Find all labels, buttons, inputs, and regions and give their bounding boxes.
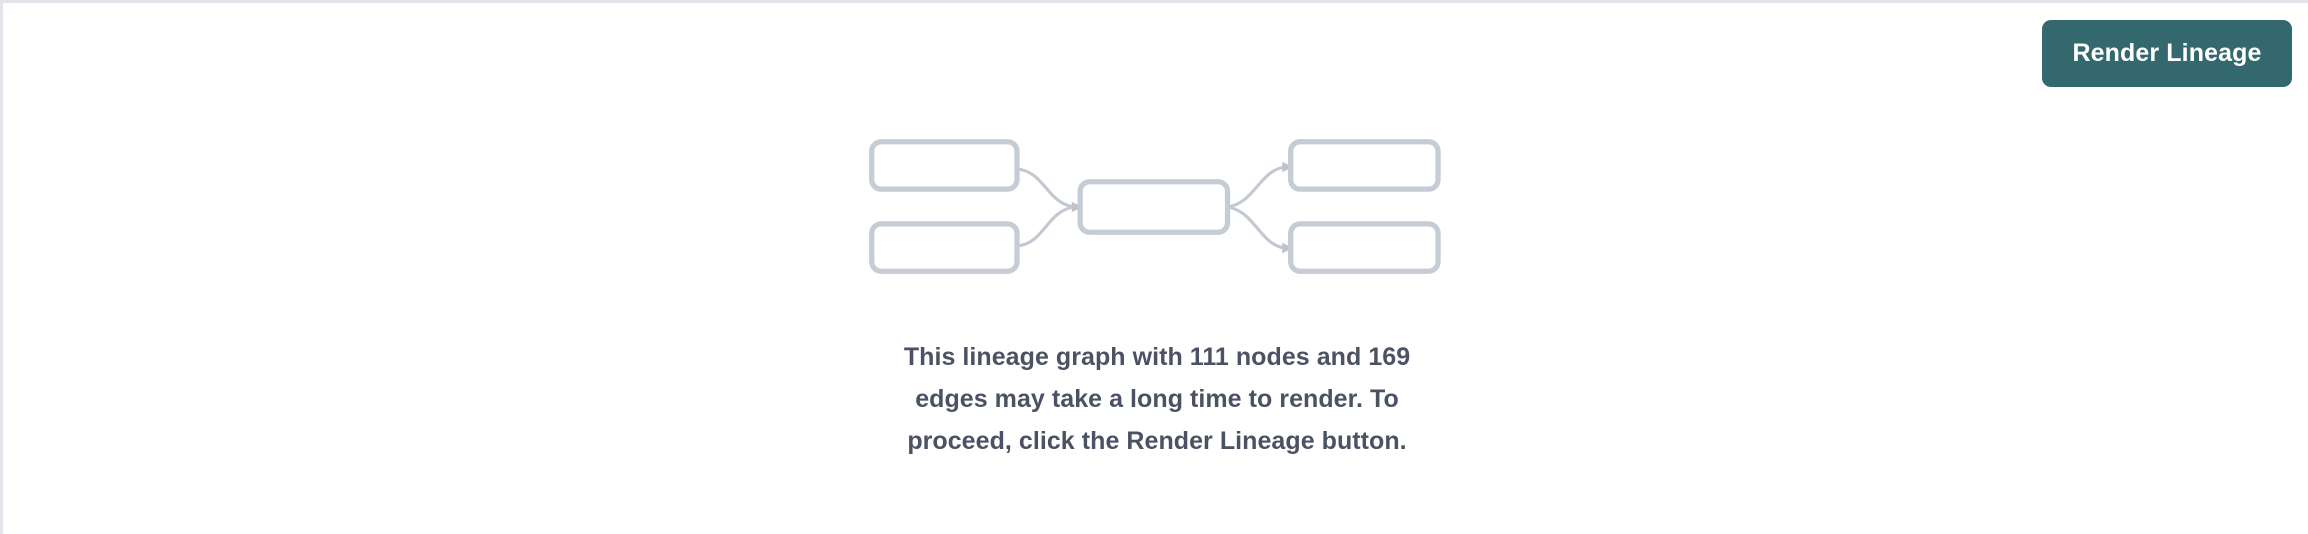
placeholder-arrowhead-target-b-in <box>1282 242 1293 254</box>
placeholder-node-source-a <box>869 139 1020 192</box>
placeholder-arrowhead-target-a-in <box>1282 161 1293 173</box>
placeholder-node-transform <box>1077 179 1231 235</box>
placeholder-arrowhead-transform-in <box>1071 201 1083 213</box>
placeholder-edge-transform-target-b <box>1227 205 1285 250</box>
placeholder-edge-source-a-transform <box>1016 167 1075 209</box>
lineage-toolbar: Render Lineage <box>3 3 2308 107</box>
lineage-placeholder-graph-icon <box>869 139 1441 274</box>
placeholder-node-target-a <box>1288 139 1441 192</box>
render-lineage-button[interactable]: Render Lineage <box>2042 20 2292 87</box>
placeholder-node-source-b <box>869 221 1020 274</box>
lineage-empty-state-message: This lineage graph with 111 nodes and 16… <box>903 343 1411 455</box>
placeholder-edge-transform-target-a <box>1227 165 1285 209</box>
placeholder-edge-source-b-transform <box>1016 205 1075 248</box>
render-lineage-button-label: Render Lineage <box>2072 39 2262 67</box>
lineage-empty-state: This lineage graph with 111 nodes and 16… <box>3 3 2308 534</box>
placeholder-node-target-b <box>1288 221 1441 274</box>
